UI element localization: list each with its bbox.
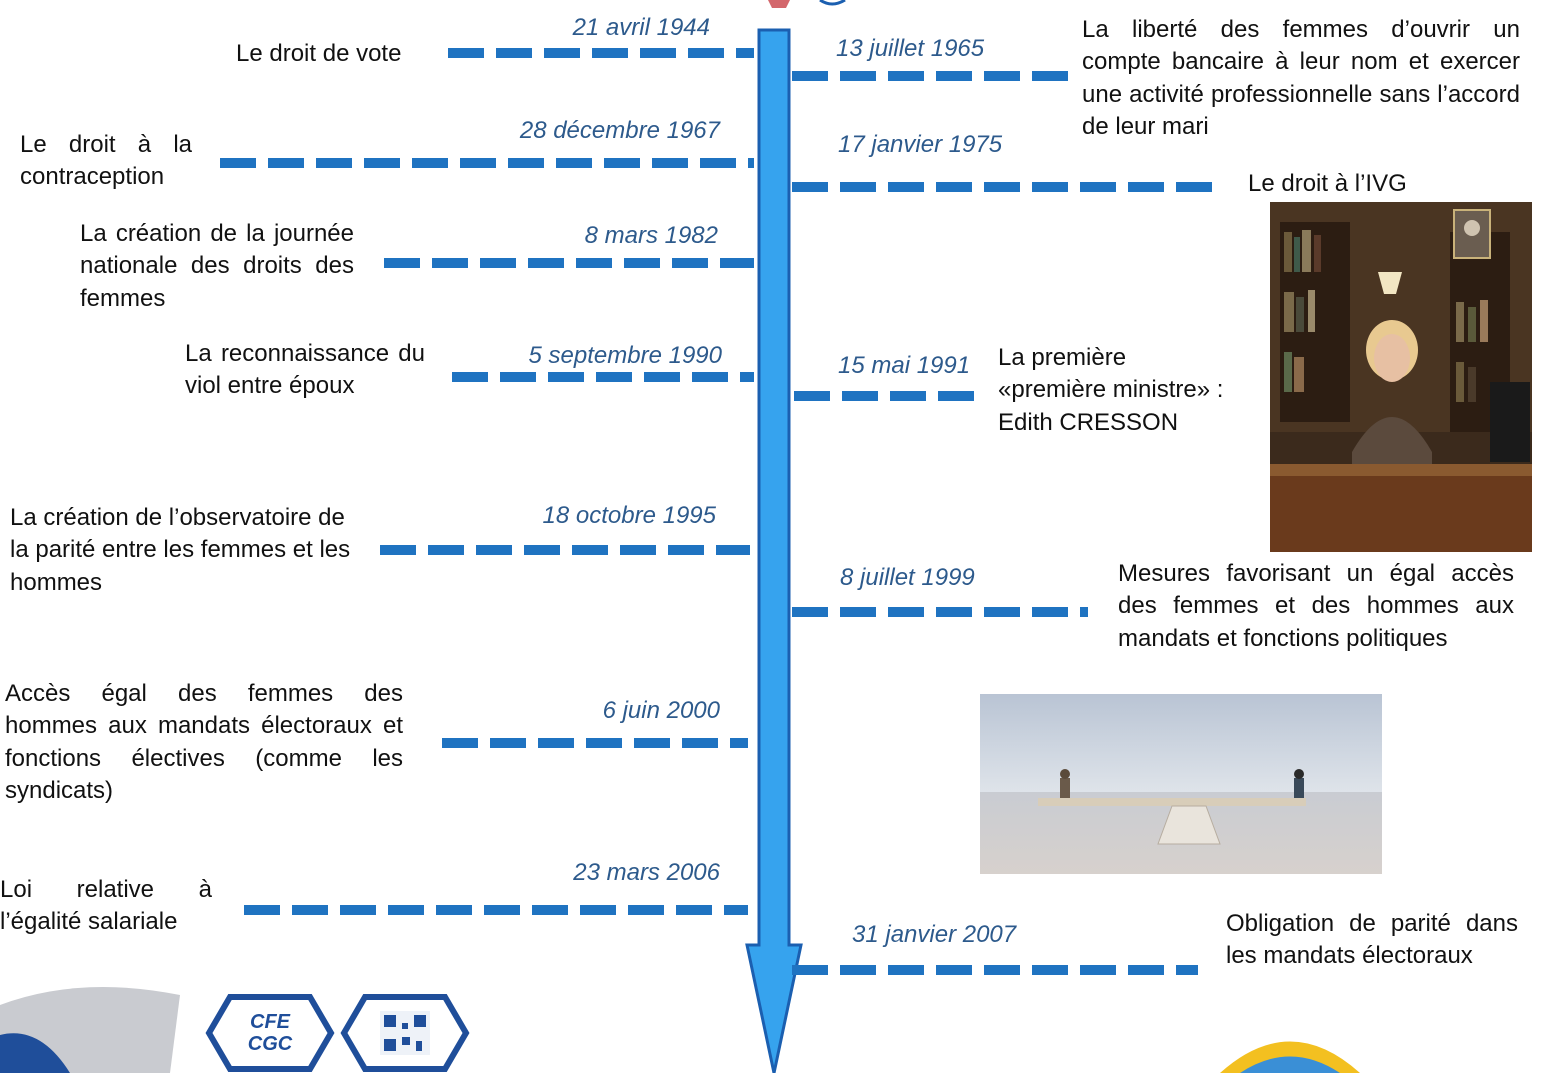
cgc-text: CGC <box>248 1033 293 1055</box>
event-date-1965: 13 juillet 1965 <box>836 35 985 62</box>
photo-balance <box>980 694 1382 874</box>
event-date-1990: 5 septembre 1990 <box>528 342 722 369</box>
swoosh-logo-icon <box>0 987 180 1073</box>
event-label-1967: Le droit à la contraception <box>20 131 192 191</box>
event-date-2007: 31 janvier 2007 <box>852 921 1017 948</box>
event-date-2000: 6 juin 2000 <box>602 697 720 724</box>
dash-connector-1999 <box>792 607 1088 617</box>
event-label-1995: La création de l’observatoire de la pari… <box>10 504 351 596</box>
dash-connector-1995 <box>380 545 750 555</box>
event-label-2006: Loi relative à l’égalité salariale <box>0 876 212 936</box>
event-label-1991-line1: La première <box>998 344 1127 371</box>
dash-connector-1965 <box>792 71 1068 81</box>
event-label-2000: Accès égal des femmes des hommes aux man… <box>5 680 403 805</box>
globe-logo-icon <box>1220 1041 1360 1073</box>
qr-code-logo-icon[interactable] <box>340 993 470 1073</box>
cfe-cgc-logo-icon: CFE CGC <box>205 994 335 1072</box>
event-date-1982: 8 mars 1982 <box>584 222 718 249</box>
photo-office-woman <box>1270 202 1532 552</box>
event-date-1944: 21 avril 1944 <box>572 14 710 41</box>
event-date-1967: 28 décembre 1967 <box>519 117 720 144</box>
cfe-text: CFE <box>250 1011 291 1033</box>
event-label-1991: La première «première ministre» : Edith … <box>998 342 1272 439</box>
event-label-1999: Mesures favorisant un égal accès des fem… <box>1118 560 1514 652</box>
event-label-1944: Le droit de vote <box>236 40 402 67</box>
woman-at-desk-photo-icon <box>1270 202 1532 552</box>
dash-connector-1982 <box>384 258 754 268</box>
event-label-1991-line3: Edith CRESSON <box>998 408 1179 436</box>
event-label-1982: La création de la journée nationale des … <box>80 220 354 312</box>
event-label-1975: Le droit à l’IVG <box>1248 170 1407 197</box>
dash-connector-2006 <box>244 905 748 915</box>
event-date-1999: 8 juillet 1999 <box>840 564 975 591</box>
dash-connector-2007 <box>792 965 1198 975</box>
event-label-1991-line2: «première ministre» : <box>998 376 1224 404</box>
dash-connector-1967 <box>220 158 754 168</box>
event-date-1991: 15 mai 1991 <box>838 352 971 379</box>
dash-connector-1990 <box>452 372 754 382</box>
event-label-2007: Obligation de parité dans les mandats él… <box>1226 910 1518 970</box>
event-label-1965: La liberté des femmes d’ouvrir un compte… <box>1082 14 1520 144</box>
dash-connector-2000 <box>442 738 748 748</box>
dash-connector-1975 <box>792 182 1212 192</box>
event-date-2006: 23 mars 2006 <box>573 859 720 886</box>
event-date-1995: 18 octobre 1995 <box>542 502 716 529</box>
event-label-1990: La reconnaissance du viol entre époux <box>185 340 425 400</box>
dash-connector-1944 <box>448 48 754 58</box>
dash-connector-1991 <box>794 391 976 401</box>
event-label-1965-text: La liberté des femmes d’ouvrir un compte… <box>1082 16 1520 141</box>
seesaw-balance-photo-icon <box>980 694 1382 874</box>
event-date-1975: 17 janvier 1975 <box>838 131 1003 158</box>
